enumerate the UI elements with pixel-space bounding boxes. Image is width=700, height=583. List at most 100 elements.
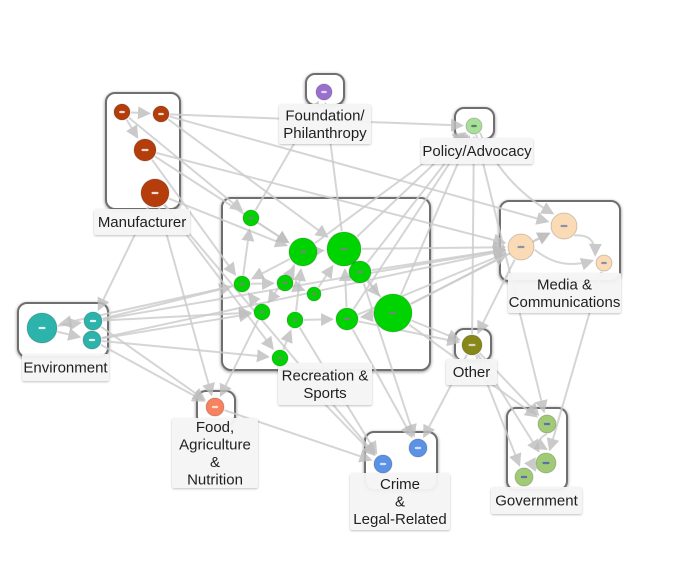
edge-E2-FD1 <box>100 325 206 401</box>
group-label-other: Other <box>446 359 497 385</box>
group-label-box-government <box>491 487 582 514</box>
group-label-food: Food,Agriculture&Nutrition <box>172 418 258 488</box>
node-environment-1[interactable] <box>26 312 58 344</box>
edge-E3-R8 <box>101 309 253 340</box>
edge-R7-R3 <box>317 264 334 288</box>
edge-R10-C2 <box>351 329 413 439</box>
edge-ME1-O1 <box>477 259 516 335</box>
node-recreation-12[interactable] <box>271 349 289 367</box>
group-label-box-policy <box>421 138 533 164</box>
node-dash-R6 <box>282 281 288 285</box>
edge-R6-R7 <box>291 280 306 293</box>
node-environment-3[interactable] <box>82 330 102 350</box>
node-dash-FD1 <box>211 405 219 409</box>
node-recreation-1[interactable] <box>242 209 260 227</box>
node-dash-ME2 <box>560 224 568 228</box>
node-manufacturer-3[interactable] <box>133 138 157 162</box>
group-label-foundation: Foundation/Philanthropy <box>279 104 371 144</box>
edge-G2-G3 <box>524 457 538 472</box>
group-label-text-manufacturer: Manufacturer <box>98 214 186 231</box>
group-label-text-media: Media &Communications <box>509 276 621 311</box>
node-other-1[interactable] <box>461 334 483 356</box>
node-government-3[interactable] <box>514 467 534 487</box>
node-government-2[interactable] <box>535 452 557 474</box>
edge-R2-R5 <box>250 258 291 280</box>
node-recreation-6[interactable] <box>276 274 294 292</box>
node-dash-G3 <box>520 475 528 479</box>
group-label-text-recreation: Recreation &Sports <box>282 367 369 402</box>
node-recreation-8[interactable] <box>253 303 271 321</box>
node-recreation-2[interactable] <box>288 237 318 267</box>
node-dash-E1 <box>38 326 46 330</box>
node-media-1[interactable] <box>507 233 535 261</box>
edge-R3-ME1 <box>361 240 506 254</box>
node-food-1[interactable] <box>205 397 225 417</box>
node-dash-M2 <box>158 112 164 116</box>
edge-M3-ME1 <box>156 152 507 247</box>
node-recreation-3[interactable] <box>326 231 362 267</box>
group-label-text-other: Other <box>453 364 491 381</box>
edge-G1-G2 <box>533 433 549 450</box>
node-recreation-7[interactable] <box>306 286 322 302</box>
node-dash-M4 <box>151 191 159 195</box>
edge-R5-R6 <box>250 277 275 291</box>
node-dash-R2 <box>299 250 307 254</box>
edge-M4-R2 <box>168 197 289 248</box>
node-manufacturer-2[interactable] <box>152 105 170 123</box>
edge-R11-R10 <box>359 309 374 323</box>
node-crime-1[interactable] <box>373 454 393 474</box>
node-environment-2[interactable] <box>83 311 103 331</box>
edge-M1-R1 <box>128 116 244 212</box>
group-label-text-food: Food,Agriculture&Nutrition <box>179 419 251 489</box>
node-media-2[interactable] <box>550 212 578 240</box>
edge-M4-FD1 <box>158 207 215 397</box>
edge-E2-R8 <box>102 306 252 322</box>
group-label-media: Media &Communications <box>508 273 621 313</box>
group-label-manufacturer: Manufacturer <box>94 209 190 235</box>
node-policy-1[interactable] <box>465 117 483 135</box>
node-manufacturer-1[interactable] <box>113 103 131 121</box>
edge-R9-R10 <box>303 313 334 326</box>
edge-M2-ME2 <box>169 115 550 225</box>
node-recreation-11[interactable] <box>373 293 413 333</box>
node-government-1[interactable] <box>537 414 557 434</box>
node-dash-R4 <box>356 270 364 274</box>
group-label-policy: Policy/Advocacy <box>421 138 533 164</box>
group-label-text-policy: Policy/Advocacy <box>422 143 532 160</box>
node-dash-R3 <box>340 247 348 251</box>
edge-M1-M2 <box>130 106 151 120</box>
node-recreation-4[interactable] <box>348 260 372 284</box>
group-label-box-manufacturer <box>94 209 190 235</box>
node-dash-R12 <box>277 356 283 360</box>
node-dash-R1 <box>248 216 254 220</box>
node-dash-G2 <box>542 461 550 465</box>
edge-R12-R9 <box>280 329 293 350</box>
labels-layer: Manufacturer Foundation/PhilanthropyPolic… <box>22 104 621 530</box>
node-crime-2[interactable] <box>408 438 428 458</box>
node-dash-R5 <box>239 282 245 286</box>
node-recreation-9[interactable] <box>286 311 304 329</box>
edge-M3-R5 <box>151 159 237 276</box>
group-label-box-foundation <box>279 104 371 144</box>
node-foundation-1[interactable] <box>315 83 333 101</box>
node-dash-R9 <box>292 318 298 322</box>
node-recreation-5[interactable] <box>233 275 251 293</box>
group-label-box-recreation <box>278 363 372 405</box>
edge-ME2-ME3 <box>574 234 602 257</box>
node-dash-G1 <box>543 422 551 426</box>
node-dash-R7 <box>311 292 317 296</box>
node-recreation-10[interactable] <box>335 307 359 331</box>
node-dash-C1 <box>379 462 387 466</box>
node-manufacturer-4[interactable] <box>140 178 170 208</box>
group-label-box-media <box>508 273 621 313</box>
node-dash-F1 <box>321 90 327 94</box>
group-label-recreation: Recreation &Sports <box>278 363 372 405</box>
group-label-text-foundation: Foundation/Philanthropy <box>283 107 367 142</box>
node-media-3[interactable] <box>595 254 613 272</box>
edge-E3-ME1 <box>101 246 507 339</box>
group-label-crime: Crime&Legal-Related <box>350 473 450 530</box>
group-label-box-environment <box>22 354 109 381</box>
edge-M2-R3 <box>167 118 329 238</box>
node-dash-ME3 <box>601 261 607 265</box>
node-dash-M3 <box>141 148 149 152</box>
